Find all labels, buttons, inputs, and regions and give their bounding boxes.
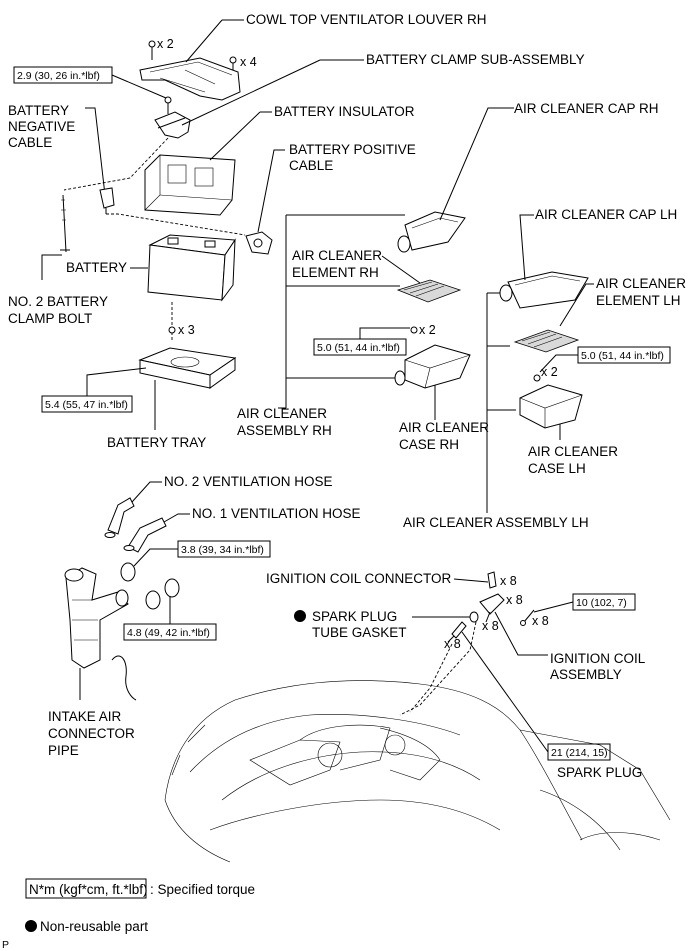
intake-pipe-drawing [64, 567, 137, 701]
label-ignition-coil-1: IGNITION COIL [550, 651, 646, 666]
label-battery-insulator: BATTERY INSULATOR [274, 104, 415, 119]
air-cleaner-case-lh-drawing [519, 384, 583, 429]
qty-louver-clips: x 2 [157, 37, 174, 51]
battery-drawing [147, 234, 236, 302]
negative-cable-drawing [99, 187, 115, 214]
hose-clamps-drawing [120, 562, 180, 610]
torque-case-rh: 5.0 (51, 44 in.*lbf) [317, 342, 400, 354]
label-air-cleaner-cap-lh: AIR CLEANER CAP LH [535, 207, 677, 222]
label-battery-tray: BATTERY TRAY [107, 435, 206, 450]
figure-code: P [2, 939, 9, 951]
legend-non-reusable: Non-reusable part [40, 919, 148, 934]
label-battery-negative-3: CABLE [8, 135, 52, 150]
torque-hose-lower: 4.8 (49, 42 in.*lbf) [127, 627, 210, 639]
qty-coil-connectors: x 8 [500, 574, 517, 588]
qty-spark-plugs: x 8 [444, 637, 461, 651]
ventilation-hoses-drawing [104, 497, 167, 553]
qty-tray-bolts: x 3 [178, 323, 195, 337]
label-ac-element-lh-1: AIR CLEANER [596, 276, 686, 291]
ignition-coil-drawing [479, 593, 505, 623]
label-intake-pipe-3: PIPE [48, 743, 79, 758]
air-cleaner-case-rh-drawing [394, 344, 471, 389]
label-clamp-bolt-1: NO. 2 BATTERY [8, 294, 108, 309]
qty-case-lh-bolts: x 2 [541, 365, 558, 379]
air-cleaner-cap-lh-drawing [499, 271, 589, 309]
legend-torque-box [25, 878, 147, 899]
label-battery-negative-2: NEGATIVE [8, 119, 75, 134]
gasket-drawing [469, 611, 479, 623]
torque-case-lh: 5.0 (51, 44 in.*lbf) [581, 350, 664, 362]
vehicle-engine-bay-drawing [164, 680, 671, 863]
qty-coils: x 8 [506, 593, 523, 607]
label-cowl-louver: COWL TOP VENTILATOR LOUVER RH [246, 12, 487, 27]
label-ac-case-rh-1: AIR CLEANER [399, 420, 489, 435]
battery-insulator-drawing [144, 154, 236, 216]
positive-cable-drawing [245, 231, 273, 255]
label-battery-positive-2: CABLE [289, 158, 333, 173]
legend-torque-unit: N*m (kgf*cm, ft.*lbf) [29, 882, 148, 897]
label-ac-case-lh-1: AIR CLEANER [528, 444, 618, 459]
qty-louver-nuts: x 4 [240, 55, 257, 69]
torque-coil-bolt: 10 (102, 7) [576, 597, 627, 609]
label-ac-case-rh-2: CASE RH [399, 437, 459, 452]
label-intake-pipe-1: INTAKE AIR [48, 709, 122, 724]
battery-tray-drawing [138, 347, 237, 389]
label-ac-element-rh-2: ELEMENT RH [292, 265, 379, 280]
non-reusable-dot [294, 610, 306, 622]
air-cleaner-element-rh-drawing [396, 279, 462, 303]
label-no2-vent-hose: NO. 2 VENTILATION HOSE [164, 474, 333, 489]
qty-coil-bolts: x 8 [532, 614, 549, 628]
label-no1-vent-hose: NO. 1 VENTILATION HOSE [192, 506, 361, 521]
air-cleaner-cap-rh-drawing [397, 211, 466, 253]
label-battery-positive-1: BATTERY POSITIVE [289, 142, 416, 157]
torque-spark-plug: 21 (214, 15) [551, 747, 608, 759]
coil-bolt-drawing [520, 609, 535, 626]
torque-clamp: 2.9 (30, 26 in.*lbf) [17, 70, 100, 82]
label-battery-negative-1: BATTERY [8, 103, 69, 118]
label-ignition-coil-connector: IGNITION COIL CONNECTOR [266, 571, 452, 586]
label-battery: BATTERY [66, 260, 127, 275]
label-gasket-2: TUBE GASKET [312, 625, 407, 640]
label-air-cleaner-cap-rh: AIR CLEANER CAP RH [514, 101, 659, 116]
label-ac-assembly-rh-1: AIR CLEANER [237, 406, 327, 421]
label-ac-element-rh-1: AIR CLEANER [292, 248, 382, 263]
coil-connector-drawing [487, 571, 497, 589]
label-clamp-bolt-2: CLAMP BOLT [8, 311, 92, 326]
torque-tray: 5.4 (55, 47 in.*lbf) [45, 399, 128, 411]
legend-torque-desc: : Specified torque [150, 882, 255, 897]
label-ac-assembly-rh-2: ASSEMBLY RH [237, 423, 332, 438]
label-ac-case-lh-2: CASE LH [528, 461, 586, 476]
torque-box-spark-plug [547, 743, 611, 761]
label-gasket-1: SPARK PLUG [312, 609, 397, 624]
label-ignition-coil-2: ASSEMBLY [550, 667, 622, 682]
qty-gaskets: x 8 [482, 619, 499, 633]
qty-case-rh-bolts: x 2 [419, 323, 436, 337]
label-spark-plug: SPARK PLUG [557, 765, 642, 780]
legend-non-reusable-dot [25, 920, 37, 932]
torque-hose-upper: 3.8 (39, 34 in.*lbf) [181, 544, 264, 556]
clamp-bolt-drawing [60, 194, 70, 253]
battery-clamp-drawing [154, 96, 191, 139]
label-intake-pipe-2: CONNECTOR [48, 726, 135, 741]
label-ac-element-lh-2: ELEMENT LH [596, 293, 681, 308]
air-cleaner-element-lh-drawing [513, 329, 580, 353]
label-battery-clamp: BATTERY CLAMP SUB-ASSEMBLY [366, 52, 585, 67]
label-ac-assembly-lh: AIR CLEANER ASSEMBLY LH [403, 515, 589, 530]
spark-plug-drawing [447, 621, 467, 643]
cowl-louver-drawing [139, 40, 241, 101]
